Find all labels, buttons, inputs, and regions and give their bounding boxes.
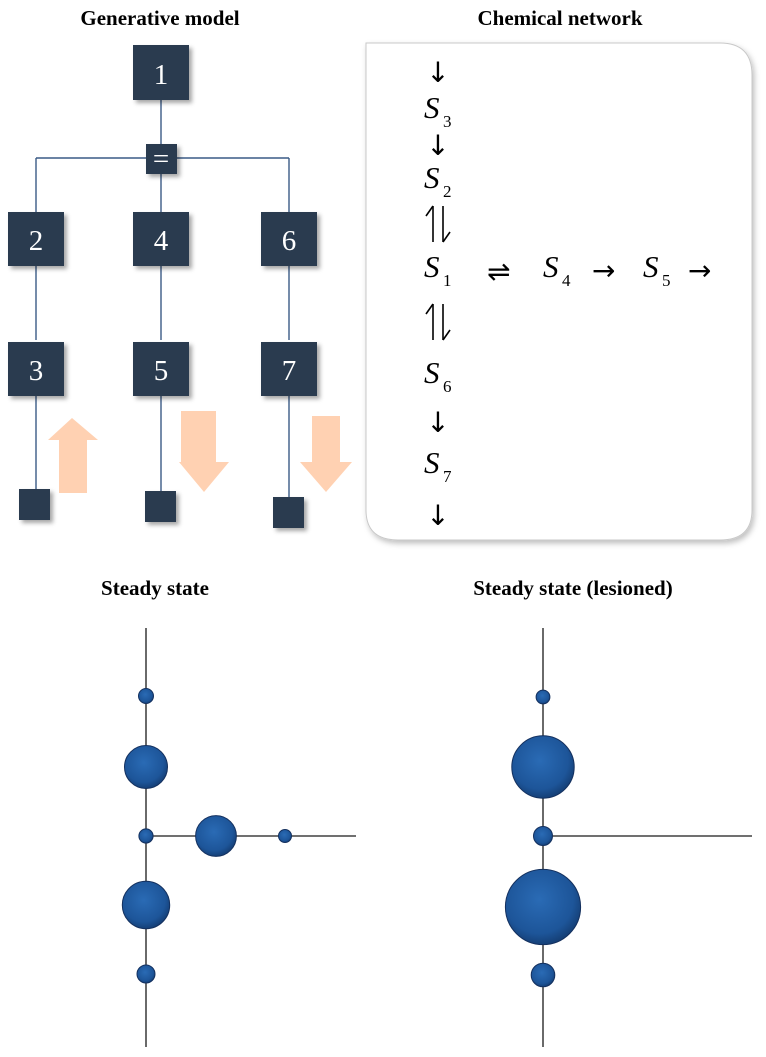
node-1-label: 1 <box>154 59 169 91</box>
chemical-network-title: Chemical network <box>477 6 642 30</box>
node-7 <box>261 342 317 396</box>
equals-node <box>146 144 177 174</box>
species-s7-sub: 7 <box>443 467 452 486</box>
bubble-s2 <box>511 735 575 799</box>
bubble-s6 <box>504 868 582 946</box>
bubble-s5 <box>278 829 292 843</box>
node-4 <box>133 212 189 266</box>
species-s1: S <box>424 249 440 284</box>
steady-state-title: Steady state <box>101 576 209 600</box>
bubble-s3 <box>138 688 154 704</box>
species-s1-sub: 1 <box>443 271 452 290</box>
steady-state-lesioned-title: Steady state (lesioned) <box>473 576 672 600</box>
bubble-s1 <box>138 828 154 844</box>
node-6-label: 6 <box>282 225 297 257</box>
generative-model-panel: Generative model = 1 2 4 6 3 5 7 <box>8 6 352 528</box>
arrow-out-s5: → <box>688 254 711 287</box>
node-4-label: 4 <box>154 225 169 257</box>
node-6 <box>261 212 317 266</box>
species-s5: S <box>643 249 659 284</box>
species-s4: S <box>543 249 559 284</box>
chemical-network-panel: Chemical network ↓ S 3 ↓ S 2 S 1 ⇌ S 4 →… <box>365 6 753 541</box>
species-s3: S <box>424 90 440 125</box>
node-2-label: 2 <box>29 225 44 257</box>
bubble-s2 <box>124 745 168 789</box>
arrow-s6-s7: ↓ <box>426 406 449 439</box>
output-square-5 <box>145 491 176 522</box>
arrow-out-s7: ↓ <box>426 499 449 532</box>
equals-symbol: = <box>153 143 169 175</box>
species-s3-sub: 3 <box>443 112 452 131</box>
species-s6-sub: 6 <box>443 377 452 396</box>
up-arrow-icon <box>48 418 98 493</box>
down-arrow-icon <box>179 411 229 492</box>
arrow-s3-s2: ↓ <box>426 129 449 162</box>
node-1 <box>133 45 189 100</box>
species-s7: S <box>424 445 440 480</box>
bubble-s6 <box>121 880 171 930</box>
arrow-in-s3: ↓ <box>426 56 449 89</box>
species-s2: S <box>424 160 440 195</box>
node-5-label: 5 <box>154 355 169 387</box>
steady-state-lesioned-plot <box>504 628 752 1047</box>
chemical-network-box <box>365 42 753 541</box>
equilibrium-s1-s4: ⇌ <box>487 255 510 288</box>
output-square-3 <box>19 489 50 520</box>
steady-state-plot <box>121 628 356 1047</box>
species-s4-sub: 4 <box>562 271 571 290</box>
bubble-s7 <box>530 962 556 988</box>
node-2 <box>8 212 64 266</box>
bubble-s1 <box>533 826 553 846</box>
generative-model-title: Generative model <box>80 6 239 30</box>
species-s6: S <box>424 355 440 390</box>
species-s5-sub: 5 <box>662 271 671 290</box>
species-s2-sub: 2 <box>443 182 452 201</box>
equilibrium-s2-s1 <box>425 205 451 243</box>
node-7-label: 7 <box>282 355 297 387</box>
down-arrow-icon <box>300 416 352 492</box>
output-square-7 <box>273 497 304 528</box>
equilibrium-s1-s6 <box>425 303 451 341</box>
node-5 <box>133 342 189 396</box>
bubble-s7 <box>136 964 156 984</box>
bubble-s3 <box>535 689 551 705</box>
node-3-label: 3 <box>29 355 44 387</box>
bubble-s4 <box>195 815 237 857</box>
arrow-s4-s5: → <box>592 254 615 287</box>
node-3 <box>8 342 64 396</box>
